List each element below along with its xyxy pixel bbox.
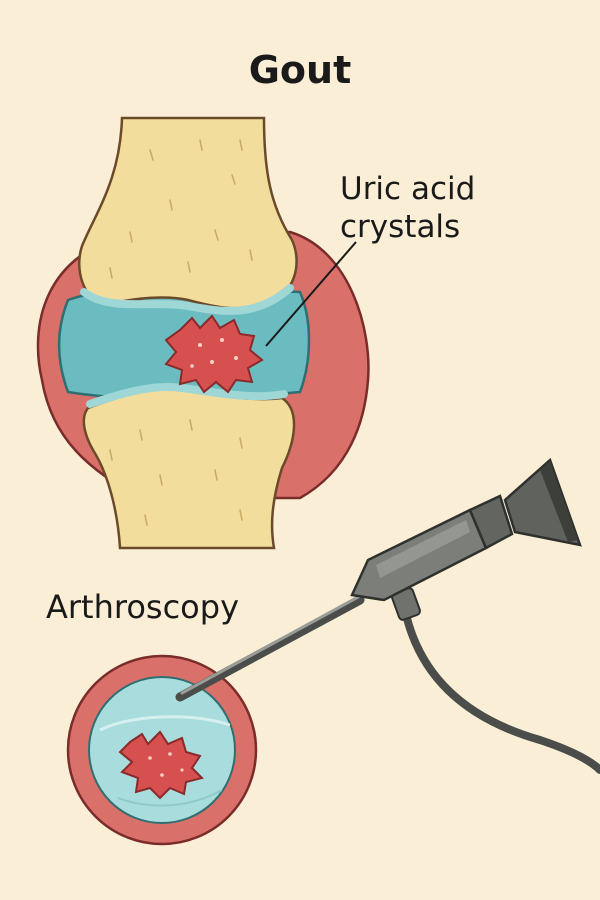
- crystal-label-line-1: Uric acid: [340, 171, 476, 207]
- crystal-leader-line: [265, 241, 357, 347]
- uric-acid-crystal: [164, 314, 264, 394]
- arthroscope: [175, 457, 600, 774]
- arthroscope-collar: [468, 494, 514, 550]
- arthroscopy-view: [66, 654, 258, 846]
- arthroscopy-label: Arthroscopy: [46, 588, 239, 626]
- uric-acid-crystals-label: Uric acid crystals: [340, 170, 475, 246]
- arthroscope-cable: [401, 606, 600, 774]
- arthroscope-rod: [175, 595, 365, 702]
- page-title: Gout: [248, 48, 352, 92]
- crystal-label-line-2: crystals: [340, 209, 461, 245]
- lower-bone: [82, 382, 296, 550]
- lens-crystal: [118, 730, 204, 800]
- upper-bone: [77, 116, 298, 315]
